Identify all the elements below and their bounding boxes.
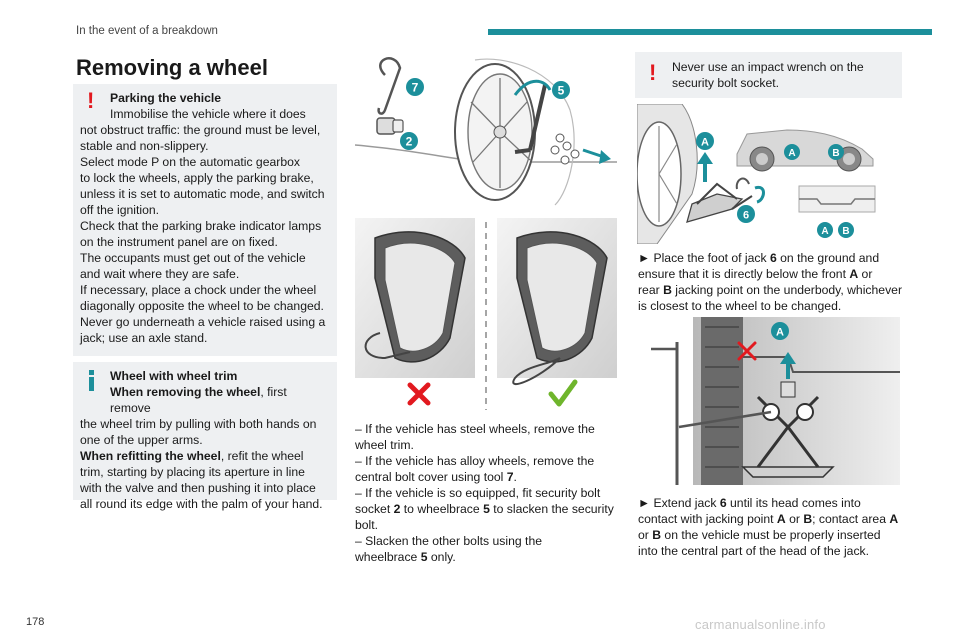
step-line: ► Place the foot of jack 6 on the ground… [638, 251, 880, 265]
jacking-points-figure: A 6 A B A B [636, 103, 902, 245]
label-a: A [788, 148, 795, 159]
trim-line: all round its edge with the palm of your… [80, 497, 323, 511]
jack-extend-figure: A [643, 317, 900, 485]
trim-line: When removing the wheel, first remove [110, 385, 287, 415]
step-line: central bolt cover using tool 7. [355, 470, 517, 484]
parking-line: Check that the parking brake indicator l… [80, 219, 322, 233]
trim-line: trim, starting by placing its aperture i… [80, 465, 305, 479]
parking-heading: Parking the vehicle [110, 91, 222, 105]
step-line: ensure that it is directly below the fro… [638, 267, 873, 281]
step-line: ► Extend jack 6 until its head comes int… [638, 496, 861, 510]
watermark: carmanualsonline.info [695, 617, 826, 632]
wheel-tools-figure: 7 2 5 [354, 50, 617, 210]
impact-wrench-warning-box: ! Never use an impact wrench on the secu… [635, 52, 902, 98]
parking-warning-box: ! Parking the vehicle Immobilise the veh… [73, 84, 337, 356]
parking-line: If necessary, place a chock under the wh… [80, 283, 317, 297]
page-title: Removing a wheel [76, 55, 268, 80]
step-line: into the central part of the head of the… [638, 544, 870, 558]
wheel-trim-steps: – If the vehicle has steel wheels, remov… [355, 421, 617, 565]
parking-line: Select mode P on the automatic gearbox [80, 155, 300, 169]
step-line: bolt. [355, 518, 379, 532]
step-line: is closest to the wheel to be changed. [638, 299, 842, 313]
warning-icon: ! [649, 60, 657, 85]
trim-line: one of the upper arms. [80, 433, 203, 447]
trim-removal-figure [355, 218, 617, 412]
place-jack-step: ► Place the foot of jack 6 on the ground… [638, 250, 904, 314]
step-line: wheel trim. [355, 438, 414, 452]
step-line: – Slacken the other bolts using the [355, 534, 542, 548]
parking-line: The occupants must get out of the vehicl… [80, 251, 306, 265]
trim-heading: Wheel with wheel trim [110, 369, 238, 383]
trim-line: with the valve and then pushing it into … [80, 481, 316, 495]
impact-line: Never use an impact wrench on the [672, 60, 864, 74]
info-icon [89, 370, 94, 391]
label-6: 6 [743, 210, 749, 222]
label-2: 2 [406, 135, 413, 149]
impact-line: security bolt socket. [672, 76, 780, 90]
parking-line: Immobilise the vehicle where it does [110, 107, 306, 121]
header-accent-bar [488, 29, 932, 35]
parking-line: not obstruct traffic: the ground must be… [80, 123, 321, 137]
label-b: B [842, 226, 849, 237]
label-7: 7 [412, 81, 419, 95]
trim-line: When refitting the wheel, refit the whee… [80, 449, 304, 463]
parking-line: diagonally opposite the wheel to be chan… [80, 299, 324, 313]
parking-line: Never go underneath a vehicle raised usi… [80, 315, 326, 329]
label-a: A [776, 327, 784, 339]
extend-jack-step: ► Extend jack 6 until its head comes int… [638, 495, 904, 559]
step-line: socket 2 to wheelbrace 5 to slacken the … [355, 502, 614, 516]
running-header: In the event of a breakdown [76, 25, 218, 37]
label-a: A [821, 226, 828, 237]
warning-icon: ! [87, 88, 95, 113]
parking-line: jack; use an axle stand. [80, 331, 208, 345]
parking-line: off the ignition. [80, 203, 160, 217]
label-b: B [832, 148, 839, 159]
parking-line: unless it is set to automatic mode, and … [80, 187, 325, 201]
step-line: wheelbrace 5 only. [355, 550, 456, 564]
parking-line: to lock the wheels, apply the parking br… [80, 171, 314, 185]
step-line: rear B jacking point on the underbody, w… [638, 283, 903, 297]
parking-line: on the instrument panel are on fixed. [80, 235, 278, 249]
wheel-trim-info-box: Wheel with wheel trim When removing the … [73, 362, 337, 511]
step-line: or B on the vehicle must be properly ins… [638, 528, 881, 542]
label-a: A [701, 137, 709, 149]
trim-line: the wheel trim by pulling with both hand… [80, 417, 317, 431]
step-line: contact with jacking point A or B; conta… [638, 512, 899, 526]
page-number: 178 [26, 616, 45, 628]
parking-line: stable and non-slippery. [80, 139, 209, 153]
label-5: 5 [558, 84, 565, 98]
parking-line: and wait where they are safe. [80, 267, 240, 281]
step-line: – If the vehicle has steel wheels, remov… [355, 422, 595, 436]
step-line: – If the vehicle has alloy wheels, remov… [355, 454, 595, 468]
step-line: – If the vehicle is so equipped, fit sec… [355, 486, 601, 500]
